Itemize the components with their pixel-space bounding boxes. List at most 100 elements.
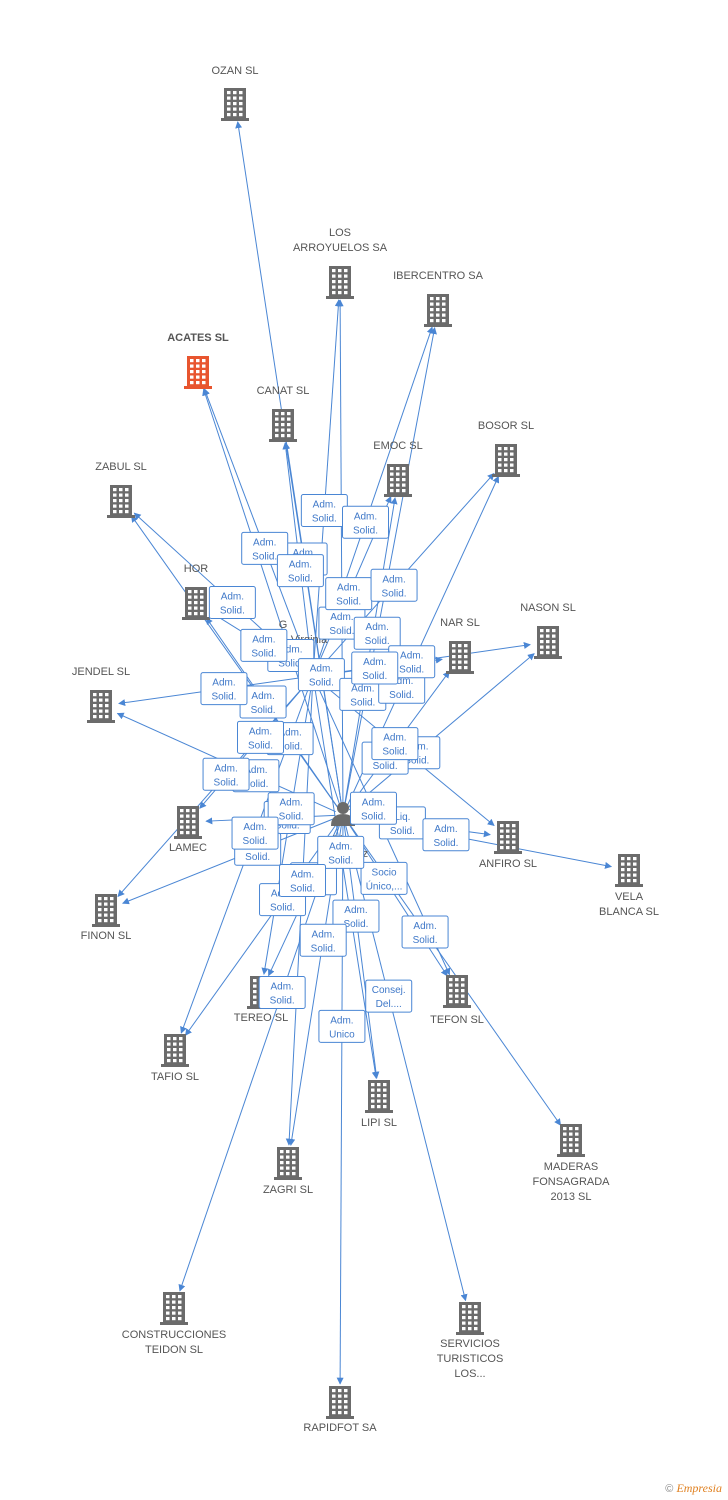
- company-node-ibercentro[interactable]: IBERCENTRO SA: [393, 270, 484, 327]
- building-icon: [456, 1302, 484, 1335]
- edge-label[interactable]: Adm.Solid.: [237, 720, 284, 754]
- edge-label[interactable]: Adm.Solid.: [279, 864, 326, 898]
- building-window: [239, 96, 243, 100]
- edge-label[interactable]: Adm.Solid.: [231, 816, 279, 850]
- edge-label[interactable]: Adm.Solid.: [351, 651, 399, 685]
- building-window: [452, 666, 456, 670]
- building-window: [552, 629, 556, 633]
- building-base: [92, 924, 120, 927]
- edge-label[interactable]: Adm.Solid.: [422, 818, 470, 852]
- company-name: MADERAS: [544, 1161, 598, 1173]
- company-node-finon[interactable]: FINON SL: [81, 894, 132, 942]
- building-window: [458, 660, 462, 664]
- building-window: [233, 96, 237, 100]
- building-window: [104, 902, 108, 906]
- edge-label-text: Adm.: [366, 622, 389, 633]
- edge-label-text: Adm.: [278, 728, 301, 739]
- edge-label[interactable]: Adm.Solid.: [276, 554, 324, 588]
- building-window: [575, 1132, 579, 1136]
- company-node-tafio[interactable]: TAFIO SL: [151, 1034, 199, 1083]
- edge-label[interactable]: Adm.Solid.: [202, 757, 250, 791]
- edge-label[interactable]: Adm.Unico: [318, 1009, 366, 1043]
- edge-label[interactable]: Adm.Solid.: [299, 923, 347, 957]
- company-node-lamec[interactable]: LAMEC: [169, 806, 207, 854]
- building-window: [552, 651, 556, 655]
- company-node-zabul[interactable]: ZABUL SL: [95, 461, 147, 518]
- edge-label-text: Adm.: [221, 592, 244, 603]
- building-window: [455, 1000, 459, 1004]
- edge-label-box: [241, 531, 289, 565]
- company-node-zagri[interactable]: ZAGRI SL: [263, 1147, 313, 1196]
- company-node-lipi[interactable]: LIPI SL: [361, 1080, 397, 1129]
- building-window: [474, 1327, 478, 1331]
- edge-label-text: Solid.: [404, 756, 429, 767]
- building-base: [182, 617, 210, 620]
- edge-label-text: Adm.: [344, 905, 367, 916]
- building-window: [498, 463, 502, 467]
- edge-label[interactable]: Adm.Solid.: [300, 494, 348, 528]
- company-node-jendel[interactable]: JENDEL SL: [72, 666, 130, 723]
- company-node-anfiro[interactable]: ANFIRO SL: [479, 821, 537, 870]
- edge-label[interactable]: Adm.Solid.: [267, 792, 315, 826]
- edge-label[interactable]: Adm.Solid.: [297, 658, 345, 692]
- company-node-canat[interactable]: CANAT SL: [257, 385, 310, 442]
- building-window: [192, 814, 196, 818]
- building-icon: [221, 88, 249, 121]
- company-node-nar[interactable]: NAR SL: [440, 617, 480, 674]
- company-node-acates[interactable]: ACATES SL: [167, 332, 229, 389]
- edge-label[interactable]: Adm.Solid.: [401, 915, 449, 949]
- building-window: [186, 825, 190, 829]
- edge-label[interactable]: Consej.Del....: [365, 979, 413, 1013]
- company-node-hor[interactable]: HOR: [182, 563, 210, 620]
- building-window: [186, 820, 190, 824]
- edge-p2-tafio: [185, 821, 339, 1036]
- building-window: [506, 829, 510, 833]
- edge-label-box: [365, 979, 413, 1013]
- building-window: [286, 1155, 290, 1159]
- company-node-servicios[interactable]: SERVICIOSTURISTICOSLOS...: [437, 1302, 504, 1380]
- building-window: [627, 862, 631, 866]
- building-icon: [182, 587, 210, 620]
- edge-label[interactable]: Adm.Solid.: [349, 791, 397, 825]
- building-window: [377, 1083, 381, 1087]
- building-window: [430, 308, 434, 312]
- edge-label-text: Adm.: [354, 511, 377, 522]
- company-node-nason[interactable]: NASON SL: [520, 602, 576, 659]
- brand-logo-text[interactable]: Empresia: [676, 1481, 722, 1495]
- edge-label[interactable]: Adm.Solid.: [371, 727, 419, 761]
- edge-label[interactable]: Adm.Solid.: [200, 672, 248, 706]
- edge-label[interactable]: Adm.Solid.: [342, 505, 389, 539]
- edge-label[interactable]: Adm.Solid.: [370, 568, 418, 602]
- company-node-rapidfot[interactable]: RAPIDFOT SA: [303, 1386, 377, 1434]
- building-window: [99, 698, 103, 702]
- company-node-ozan[interactable]: OZAN SL: [211, 65, 259, 121]
- building-window: [621, 862, 625, 866]
- building-window: [452, 644, 456, 648]
- edge-label[interactable]: Adm.Solid.: [258, 975, 306, 1009]
- edge-label-box: [237, 720, 284, 754]
- edge-label[interactable]: Adm.Solid.: [325, 577, 373, 611]
- edge-label[interactable]: Adm.Solid.: [317, 835, 365, 869]
- building-window: [430, 302, 434, 306]
- edge-label[interactable]: Adm.Solid.: [241, 531, 289, 565]
- edge-label[interactable]: SocioÚnico,...: [360, 861, 408, 895]
- edge-label-text: Adm.: [291, 870, 314, 881]
- building-window: [104, 897, 108, 901]
- company-name: NASON SL: [520, 602, 576, 614]
- building-window: [186, 831, 190, 835]
- edge-label[interactable]: Adm.Solid.: [353, 616, 401, 650]
- company-node-bosor[interactable]: BOSOR SL: [478, 420, 534, 477]
- building-base: [221, 118, 249, 121]
- building-window: [449, 1000, 453, 1004]
- edge-label[interactable]: Adm.Solid.: [208, 586, 256, 619]
- building-window: [105, 704, 109, 708]
- company-node-emoc[interactable]: EMOC SL: [373, 440, 423, 497]
- building-icon: [443, 975, 471, 1008]
- company-node-tefon[interactable]: TEFON SL: [430, 975, 484, 1026]
- edge-label[interactable]: Adm.Solid.: [240, 628, 288, 662]
- building-window: [338, 269, 342, 273]
